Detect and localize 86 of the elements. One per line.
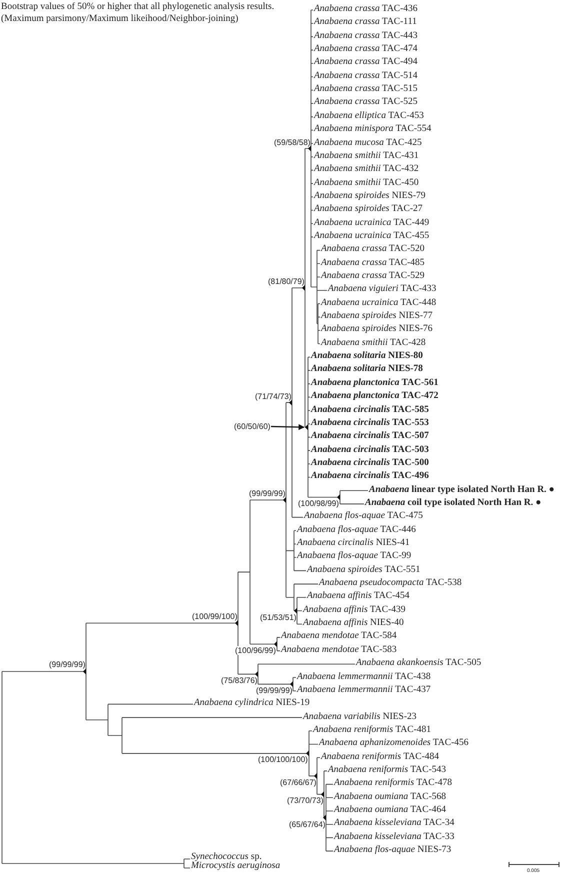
bootstrap-value: (100/99/100)	[192, 612, 238, 622]
taxon-label: Anabaena ucrainica TAC-448	[321, 298, 436, 309]
taxon-label: Microcystis aeruginosa	[191, 862, 280, 871]
taxon-label: Anabaena crassa TAC-515	[314, 84, 418, 96]
bootstrap-value: (67/66/67)	[280, 778, 316, 787]
taxon-label: Anabaena crassa TAC-514	[314, 70, 418, 82]
bootstrap-value: (81/80/79)	[268, 276, 304, 286]
taxon-label: Anabaena aphanizomenoides TAC-456	[319, 738, 468, 750]
taxon-label: Anabaena spiroides TAC-27	[314, 204, 422, 216]
taxon-label: Anabaena elliptica TAC-453	[314, 110, 424, 122]
bootstrap-value: (99/99/99)	[49, 660, 86, 670]
taxon-label: Anabaena akankoensis TAC-505	[356, 658, 482, 670]
note-text: Bootstrap values of 50% or higher that all phylogenetic analysis results.	[1, 2, 274, 13]
taxon-label: Anabaena mendotae TAC-583	[281, 644, 397, 656]
taxon-label: Anabaena crassa TAC-436	[314, 4, 418, 15]
taxon-label: Anabaena reniformis TAC-543	[328, 764, 446, 776]
leader-arrow	[270, 424, 305, 430]
taxon-label: Synechococcus sp.	[191, 853, 262, 862]
bootstrap-value: (100/100/100)	[258, 755, 308, 764]
taxon-label: Anabaena oumiana TAC-464	[334, 805, 446, 816]
bootstrap-value: (51/53/51)	[260, 612, 296, 622]
bootstrap-value: (100/98/99)	[298, 499, 339, 508]
taxon-label: Anabaena circinalis TAC-507	[311, 431, 429, 442]
taxon-label: Anabaena spiroides TAC-551	[307, 564, 420, 576]
taxon-label: Anabaena viguieri TAC-433	[328, 284, 436, 296]
taxon-label: Anabaena kisseleviana TAC-34	[334, 818, 454, 830]
taxon-label: Anabaena reniformis TAC-478	[334, 778, 452, 790]
taxon-label: Anabaena reniformis TAC-484	[321, 752, 439, 763]
bootstrap-value: (75/83/76)	[221, 676, 258, 686]
taxon-label: Anabaena ucrainica TAC-449	[314, 218, 430, 229]
taxon-label: Anabaena affinis NIES-40	[303, 618, 404, 630]
taxon-label: Anabaena mendotae TAC-584	[281, 631, 397, 642]
bootstrap-value: (99/99/99)	[256, 686, 292, 696]
taxon-label: Anabaena solitaria NIES-78	[311, 364, 423, 376]
bootstrap-value: (60/50/60)	[234, 422, 270, 431]
taxon-label: Anabaena minispora TAC-554	[314, 124, 432, 136]
taxon-label: Anabaena planctonica TAC-472	[311, 391, 438, 402]
taxon-label: Anabaena spiroides NIES-77	[321, 311, 433, 322]
taxon-label: Anabaena lemmermannii TAC-437	[297, 684, 431, 696]
taxon-label: Anabaena crassa TAC-485	[321, 258, 425, 269]
taxon-label: Anabaena smithii TAC-450	[314, 178, 419, 189]
taxon-label: Anabaena flos-aquae NIES-73	[334, 845, 452, 856]
taxon-label: Anabaena affinis TAC-454	[307, 591, 410, 602]
taxon-label: Anabaena flos-aquae TAC-99	[297, 551, 412, 562]
taxon-label: Anabaena variabilis NIES-23	[303, 712, 416, 723]
taxon-label: Anabaena circinalis TAC-553	[311, 418, 429, 429]
taxon-label: Anabaena cylindrica NIES-19	[194, 698, 310, 710]
taxon-label: Anabaena circinalis NIES-41	[297, 538, 410, 549]
bootstrap-value: (73/70/73)	[287, 796, 324, 806]
taxon-label: Anabaena crassa TAC-474	[314, 44, 418, 56]
bootstrap-value: (71/74/73)	[255, 392, 292, 401]
taxon-label: Anabaena smithii TAC-432	[314, 164, 419, 176]
bootstrap-value: (100/96/99)	[235, 646, 276, 656]
taxon-label: Anabaena coil type isolated North Han R. ●	[365, 498, 542, 509]
taxon-label: Anabaena reniformis TAC-481	[313, 724, 431, 736]
note-text: (Maximum parsimony/Maximum likeihood/Neighbor-joining)	[1, 14, 238, 25]
taxon-label: Anabaena circinalis TAC-500	[311, 458, 429, 469]
taxon-label: Anabaena crassa TAC-520	[321, 244, 425, 256]
taxon-label: Anabaena smithii TAC-431	[314, 150, 419, 162]
taxon-label: Anabaena circinalis TAC-496	[311, 471, 429, 482]
bootstrap-value: (65/67/64)	[289, 820, 326, 829]
bootstrap-value: (99/99/99)	[249, 488, 286, 498]
taxon-label: Anabaena spiroides NIES-76	[321, 324, 433, 336]
taxon-label: Anabaena linear type isolated North Han R. ●	[369, 484, 555, 496]
taxon-label: Anabaena crassa TAC-494	[314, 57, 418, 68]
taxon-label: Anabaena crassa TAC-443	[314, 30, 418, 42]
node-marker	[305, 424, 308, 430]
taxon-label: Anabaena crassa TAC-525	[314, 97, 418, 108]
taxon-label: Anabaena planctonica TAC-561	[311, 378, 438, 389]
taxon-label: Anabaena pseudocompacta TAC-538	[319, 578, 462, 590]
taxon-label: Anabaena solitaria NIES-80	[311, 351, 423, 362]
taxon-label: Anabaena crassa TAC-111	[314, 17, 417, 28]
taxon-label: Anabaena ucrainica TAC-455	[314, 230, 430, 242]
taxon-label: Anabaena flos-aquae TAC-475	[304, 511, 423, 522]
taxon-label: Anabaena crassa TAC-529	[321, 271, 425, 282]
taxon-label: Anabaena flos-aquae TAC-446	[297, 524, 416, 536]
taxon-label: Anabaena circinalis TAC-585	[311, 404, 429, 416]
taxon-label: Anabaena kisseleviana TAC-33	[334, 832, 454, 843]
taxon-label: Anabaena spiroides NIES-79	[314, 190, 426, 202]
bootstrap-value: (59/58/58)	[274, 138, 310, 146]
taxon-label: Anabaena smithii TAC-428	[321, 338, 426, 349]
taxon-label: Anabaena affinis TAC-439	[303, 604, 406, 616]
taxon-label: Anabaena lemmermannii TAC-438	[297, 672, 431, 682]
taxon-label: Anabaena mucosa TAC-425	[314, 138, 422, 148]
taxon-label: Anabaena circinalis TAC-503	[311, 444, 429, 456]
taxon-label: Anabaena oumiana TAC-568	[334, 792, 446, 803]
